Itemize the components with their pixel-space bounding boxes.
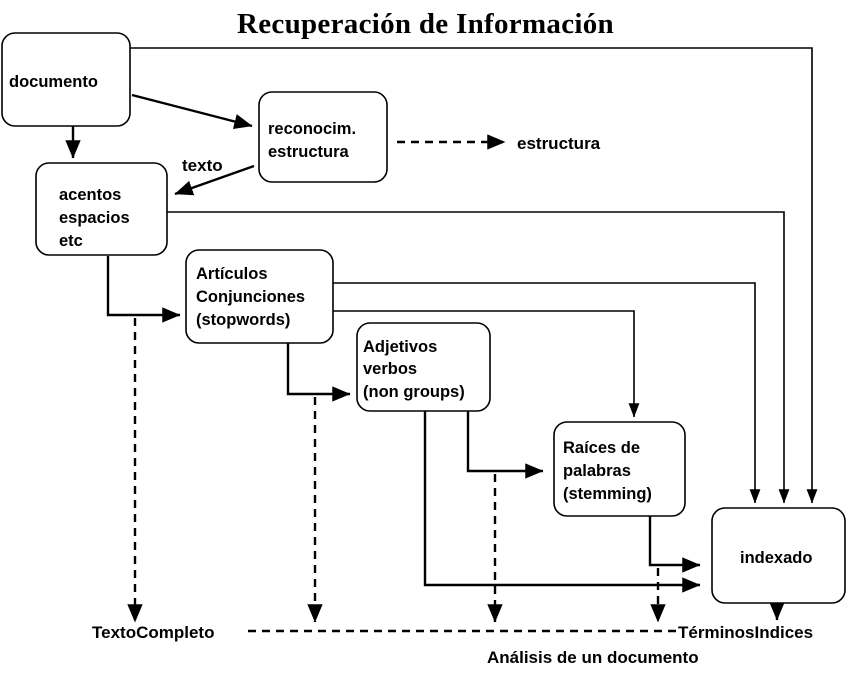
node-adjetivos-nongroups[interactable]: Adjetivos verbos (non groups) xyxy=(356,322,491,412)
node-raices-label-2: (stemming) xyxy=(563,485,652,503)
edge-reconocim-to-acentos xyxy=(174,164,255,196)
edge-documento-to-indexado xyxy=(130,47,818,504)
label-texto-completo: TextoCompleto xyxy=(92,623,214,642)
node-raices-label-0: Raíces de xyxy=(563,439,640,457)
node-raices-label-1: palabras xyxy=(563,462,631,480)
node-documento-label-0: documento xyxy=(9,73,98,91)
node-indexado[interactable]: indexado xyxy=(711,507,846,604)
label-texto: texto xyxy=(182,156,223,175)
edge-acentos-to-articulos xyxy=(106,256,181,323)
node-acentos-label-2: etc xyxy=(59,232,83,250)
node-adjetivos-label-1: verbos xyxy=(363,360,417,378)
node-reconocim-estructura[interactable]: reconocim. estructura xyxy=(258,91,388,183)
node-raices-stemming[interactable]: Raíces de palabras (stemming) xyxy=(553,421,686,517)
node-adjetivos-label-0: Adjetivos xyxy=(363,338,437,356)
edge-adjetivos-to-indexado xyxy=(423,411,701,593)
node-articulos-label-1: Conjunciones xyxy=(196,288,305,306)
label-terminos-indices: TérminosIndices xyxy=(678,623,813,642)
node-indexado-label-0: indexado xyxy=(740,549,812,567)
edge-acentos-to-indexado xyxy=(167,211,790,504)
diagram-caption: Análisis de un documento xyxy=(487,648,699,667)
node-reconocim-label-1: estructura xyxy=(268,143,350,161)
edge-raices-to-indexado xyxy=(648,516,701,573)
edge-adjetivos-to-raices xyxy=(466,411,544,479)
node-acentos-label-0: acentos xyxy=(59,186,121,204)
node-acentos-label-1: espacios xyxy=(59,209,130,227)
page-title: Recuperación de Información xyxy=(236,8,614,40)
node-articulos-stopwords[interactable]: Artículos Conjunciones (stopwords) xyxy=(185,249,334,344)
node-adjetivos-label-2: (non groups) xyxy=(363,383,465,401)
label-estructura: estructura xyxy=(517,134,601,153)
edge-documento-to-reconocim xyxy=(131,93,253,129)
node-acentos[interactable]: acentos espacios etc xyxy=(35,162,168,256)
node-reconocim-label-0: reconocim. xyxy=(268,120,356,138)
node-documento[interactable]: documento xyxy=(1,32,131,127)
edge-articulos-to-raices xyxy=(333,310,640,418)
node-articulos-label-0: Artículos xyxy=(196,265,268,283)
node-articulos-label-2: (stopwords) xyxy=(196,311,290,329)
edge-articulos-to-indexado xyxy=(333,282,761,504)
edge-articulos-to-adjetivos xyxy=(286,343,351,402)
